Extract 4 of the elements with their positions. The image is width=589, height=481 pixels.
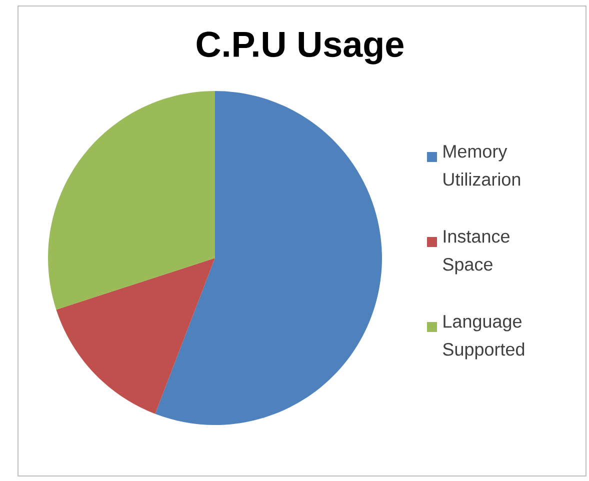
legend-label: Instance Space [443,230,510,274]
chart-title: C.P.U Usage [196,32,404,64]
legend-label: Language Supported [443,315,524,360]
legend-label: Memory Utilizarion [444,145,520,186]
